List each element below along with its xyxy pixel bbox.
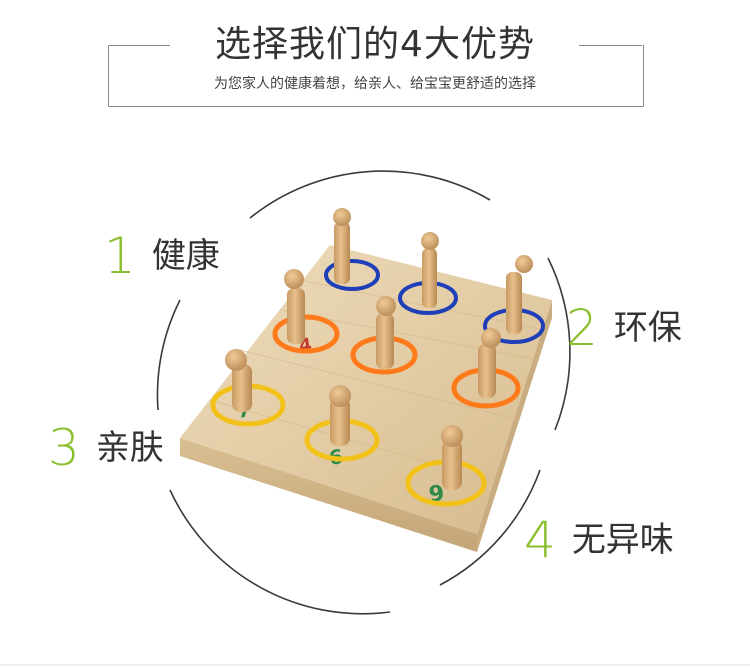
peg [334,222,350,284]
circle-arc-left [156,299,181,411]
page-title: 选择我们的4大优势 [215,24,535,65]
circle-arc-bottom-left [169,489,391,615]
circle-arc-top [249,170,491,219]
peg [287,288,305,344]
feature-number: 1 [104,227,136,285]
feature-label: 健康 [151,236,220,276]
peg [422,248,437,308]
bottom-divider [0,664,750,666]
circle-arc-right [547,257,571,431]
feature-number: 4 [524,511,556,569]
page-subtitle: 为您家人的健康着想，给亲人、给宝宝更舒适的选择 [214,76,536,92]
peg-head [421,232,439,250]
peg-head [481,328,501,348]
feature-3: 3 亲肤 [48,420,164,476]
feature-number: 2 [566,299,598,357]
decorative-circle [156,170,571,615]
peg-head [329,385,351,407]
feature-2: 2 环保 [566,300,682,356]
feature-label: 亲肤 [95,428,164,468]
header-frame-line-right [579,45,642,46]
peg-head [333,208,351,226]
header-frame-line-left [108,45,170,46]
peg-ring-grid [210,208,545,507]
peg [506,272,522,334]
board-edge-front [180,438,477,552]
peg-head [284,269,304,289]
peg [478,344,496,398]
feature-label: 环保 [613,308,682,348]
peg [232,364,252,412]
peg [330,398,350,446]
feature-label: 无异味 [571,520,674,560]
peg [442,440,462,490]
board-edge-right [477,300,552,552]
feature-number: 3 [48,419,80,477]
ring-blue [324,259,380,291]
feature-1: 1 健康 [104,228,220,284]
peg [376,313,394,369]
peg-head [376,296,396,316]
circle-arc-bottom-right [439,469,541,586]
peg-head [515,255,533,273]
peg-head [225,349,247,371]
ring-orange [272,314,340,354]
peg-head [441,425,463,447]
feature-4: 4 无异味 [524,512,674,568]
header-frame [108,45,644,107]
